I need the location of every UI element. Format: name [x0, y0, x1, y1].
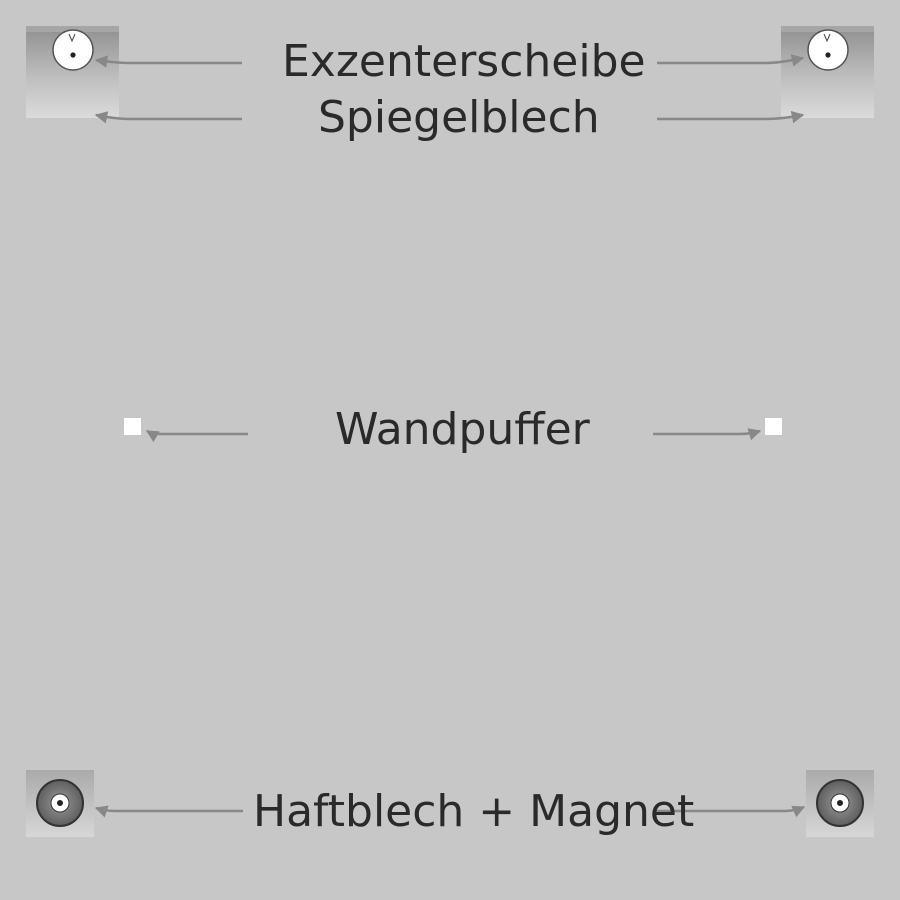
eccentric-disc-icon	[807, 29, 849, 71]
arrow-mirror-left	[94, 111, 242, 124]
magnet-icon	[816, 779, 864, 827]
arrow-buffer-right	[653, 428, 762, 441]
label-adhesive-magnet: Haftblech + Magnet	[253, 786, 695, 837]
arrow-magnet-right	[657, 805, 806, 818]
label-eccentric: Exzenterscheibe	[282, 36, 646, 87]
wall-buffer-icon	[765, 418, 782, 435]
label-mirror-plate: Spiegelblech	[318, 92, 600, 143]
magnet-icon	[36, 779, 84, 827]
arrow-magnet-left	[94, 805, 243, 818]
arrow-eccentric-right	[657, 54, 805, 67]
eccentric-disc-icon	[52, 29, 94, 71]
arrow-buffer-left	[145, 429, 248, 443]
wall-buffer-icon	[124, 418, 141, 435]
label-wall-buffer: Wandpuffer	[335, 404, 590, 455]
arrow-eccentric-left	[94, 55, 242, 68]
arrow-mirror-right	[657, 110, 805, 124]
